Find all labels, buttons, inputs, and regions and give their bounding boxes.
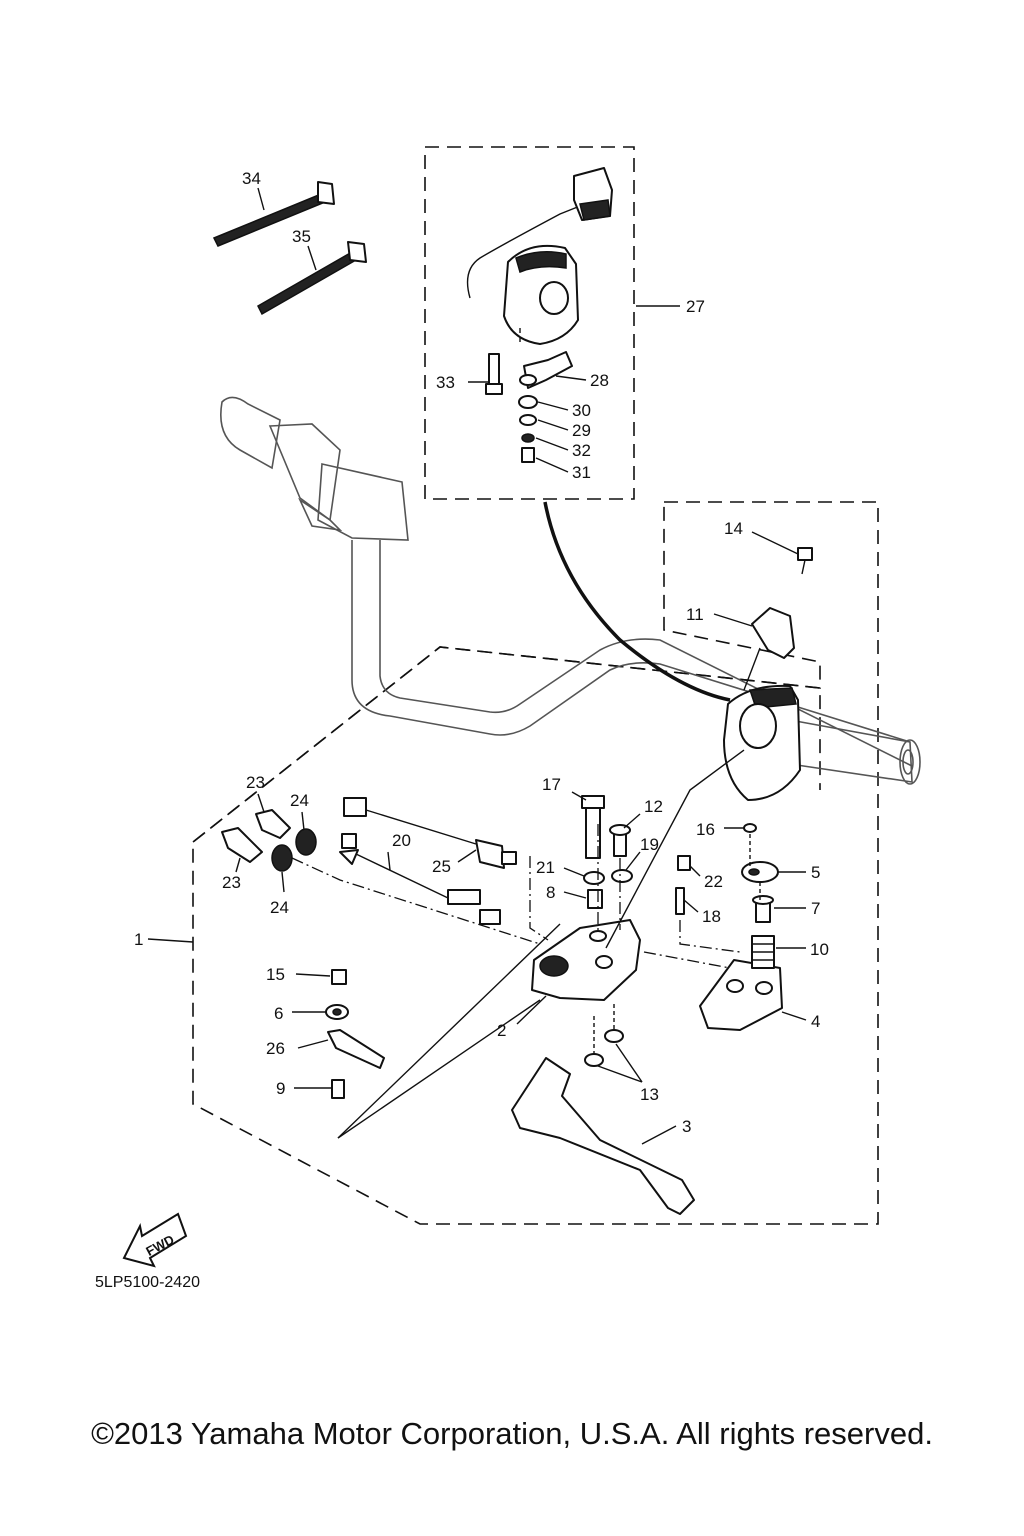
group-27-boundary [424,146,635,500]
callout-17: 17 [542,775,561,794]
cable-tie-34 [212,181,335,247]
clamp-28 [519,351,573,389]
callout-20: 20 [392,831,411,850]
callout-16: 16 [696,820,715,839]
washer-19 [611,869,633,883]
callout-19: 19 [640,835,659,854]
callout-6: 6 [274,1004,283,1023]
screw-33 [485,353,503,395]
callout-9: 9 [276,1079,285,1098]
callout-1: 1 [134,930,143,949]
callout-24a: 24 [290,791,309,810]
callout-4: 4 [811,1012,820,1031]
switch-cable [543,501,731,702]
bolt-17 [581,795,605,859]
cable-25 [343,797,517,869]
callout-21: 21 [536,858,555,877]
callout-18: 18 [702,907,721,926]
washer-6 [325,1004,349,1020]
screw-15 [331,969,347,985]
screw-31 [521,447,535,463]
callout-3: 3 [682,1117,691,1136]
callout-24b: 24 [270,898,289,917]
callout-7: 7 [811,899,820,918]
left-grip [220,396,409,541]
lever-3 [511,1057,695,1215]
callout-13: 13 [640,1085,659,1104]
callout-10: 10 [810,940,829,959]
callout-15: 15 [266,965,285,984]
spring-9 [331,1079,345,1099]
callout-11: 11 [686,605,704,624]
handlebar-switch-27 [466,167,613,345]
lever-holder-2 [531,919,641,1001]
callout-leaders [147,187,807,1145]
washer-29 [519,414,537,426]
assembly-lines [291,647,761,1139]
fwd-arrow-icon: FWD [122,1212,188,1268]
nut-24-upper [295,828,317,856]
copyright-notice: ©2013 Yamaha Motor Corporation, U.S.A. A… [91,1416,933,1451]
right-grip [789,719,921,785]
callout-12: 12 [644,797,663,816]
nut-24-lower [271,844,293,872]
callout-31: 31 [572,463,591,482]
callout-23a: 23 [246,773,265,792]
handlebar [351,540,913,767]
cover-11 [751,607,795,659]
cable-20 [339,833,501,925]
diagram-code: 5LP5100-2420 [95,1274,200,1291]
cable-tie-35 [257,241,367,316]
pin-18 [675,887,685,915]
callout-5: 5 [811,863,820,882]
pin-7 [752,895,774,923]
group-1-boundary [192,646,821,843]
pin-12 [609,824,631,857]
callout-32: 32 [572,441,591,460]
callout-2: 2 [497,1021,506,1040]
callout-33: 33 [436,373,455,392]
collar-8 [587,889,603,909]
pin-22 [677,855,691,871]
adjuster-23-upper [255,809,291,839]
screw-16 [743,823,757,833]
callout-23b: 23 [222,873,241,892]
right-switch-housing [723,684,801,801]
screw-14 [797,547,813,575]
adjuster-23-lower [221,827,263,863]
callout-35: 35 [292,227,311,246]
callout-30: 30 [572,401,591,420]
spring-10 [751,935,775,969]
group-11-14-boundary [192,501,879,1225]
callout-22: 22 [704,872,723,891]
callout-14: 14 [724,519,743,538]
callout-26: 26 [266,1039,285,1058]
nut-30 [518,395,538,409]
callout-27: 27 [686,297,705,316]
callout-28: 28 [590,371,609,390]
callout-25: 25 [432,857,451,876]
washer-5 [741,861,779,883]
callout-29: 29 [572,421,591,440]
washer-32 [521,433,535,443]
bracket-4 [699,959,783,1031]
nut-13 [584,1029,624,1067]
washer-21 [583,871,605,885]
callout-8: 8 [546,883,555,902]
callout-labels: 1 2 3 4 5 6 7 8 9 10 11 12 13 14 15 16 1… [134,169,829,1136]
plate-26 [327,1029,385,1069]
callout-34: 34 [242,169,261,188]
